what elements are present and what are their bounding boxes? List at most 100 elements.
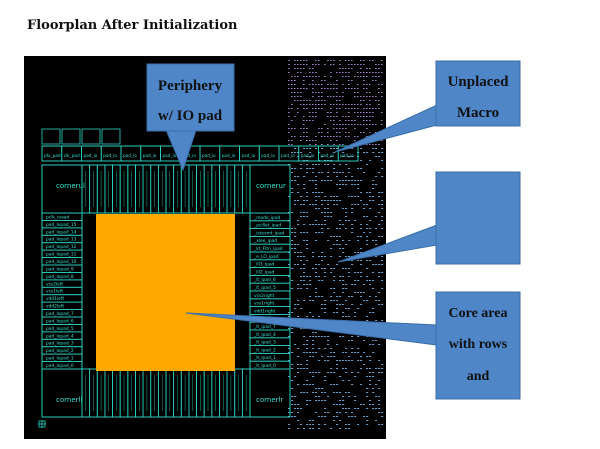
right-pad-label: _xlee_ipad (253, 238, 277, 244)
macro-cell (357, 188, 360, 189)
macro-cell (339, 96, 341, 97)
macro-cell (345, 88, 347, 89)
macro-cell (333, 172, 336, 173)
macro-cell (357, 196, 360, 197)
right-pad-label: _lt_ipad_4 (253, 332, 276, 338)
macro-cell (354, 180, 357, 181)
right-pad-label: _lll3_ipad (253, 262, 275, 268)
macro-cell (366, 408, 369, 409)
macro-cell (300, 72, 302, 73)
macro-cell (315, 104, 317, 105)
macro-cell (348, 416, 351, 417)
corner-lr-label: cornerlr (256, 396, 283, 404)
macro-cell (345, 288, 348, 289)
top-strip-pad-label: pad_io (84, 153, 98, 158)
macro-cell (336, 364, 339, 365)
macro-cell (297, 76, 299, 77)
macro-cell (303, 124, 305, 125)
macro-cell (360, 72, 362, 73)
macro-cell (312, 120, 314, 121)
macro-cell (333, 96, 335, 97)
macro-cell (375, 340, 378, 341)
macro-cell (342, 124, 344, 125)
macro-cell (378, 100, 380, 101)
macro-cell (306, 380, 309, 381)
macro-cell (345, 212, 348, 213)
macro-cell (381, 208, 384, 209)
macro-cell (336, 132, 338, 133)
macro-cell (303, 84, 305, 85)
macro-cell (321, 88, 323, 89)
macro-cell (327, 176, 330, 177)
macro-cell (327, 204, 330, 205)
macro-cell (369, 200, 372, 201)
macro-cell (312, 168, 315, 169)
macro-cell (327, 240, 330, 241)
left-pad-label: pad_lopad_10 (46, 259, 77, 265)
macro-cell (312, 376, 315, 377)
macro-cell (321, 104, 323, 105)
macro-cell (360, 292, 363, 293)
macro-cell (315, 392, 318, 393)
macro-cell (342, 280, 345, 281)
macro-cell (369, 232, 372, 233)
macro-cell (294, 244, 297, 245)
macro-cell (354, 292, 357, 293)
macro-cell (297, 256, 300, 257)
macro-cell (306, 392, 309, 393)
macro-cell (315, 396, 318, 397)
macro-cell (300, 308, 303, 309)
macro-cell (294, 100, 296, 101)
macro-cell (333, 404, 336, 405)
macro-cell (381, 84, 383, 85)
macro-cell (300, 280, 303, 281)
macro-cell (372, 408, 375, 409)
macro-cell (306, 240, 309, 241)
macro-cell (378, 196, 381, 197)
left-pad-label: pad_lopad_12 (46, 244, 77, 250)
macro-cell (381, 364, 384, 365)
macro-cell (306, 156, 309, 157)
macro-cell (369, 368, 372, 369)
macro-cell (288, 264, 291, 265)
macro-cell (294, 68, 296, 69)
macro-cell (366, 396, 369, 397)
macro-cell (360, 116, 362, 117)
macro-cell (354, 204, 357, 205)
macro-cell (291, 92, 293, 93)
macro-cell (342, 152, 345, 153)
macro-cell (372, 308, 375, 309)
macro-cell (318, 128, 320, 129)
macro-cell (303, 76, 305, 77)
macro-cell (333, 116, 335, 117)
macro-cell (375, 176, 378, 177)
macro-cell (312, 204, 315, 205)
left-pad-label: pad_lopad_14 (46, 229, 77, 235)
macro-cell (318, 96, 320, 97)
macro-cell (315, 164, 318, 165)
macro-cell (381, 124, 383, 125)
macro-cell (321, 172, 324, 173)
macro-cell (369, 120, 371, 121)
macro-cell (312, 72, 314, 73)
top-strip-pad-label: pad_io (163, 153, 177, 158)
macro-cell (333, 236, 336, 237)
macro-cell (309, 112, 311, 113)
macro-cell (342, 96, 344, 97)
macro-cell (342, 408, 345, 409)
macro-cell (333, 120, 335, 121)
macro-cell (357, 336, 360, 337)
macro-cell (294, 88, 296, 89)
macro-cell (318, 348, 321, 349)
macro-cell (312, 224, 315, 225)
macro-cell (300, 96, 302, 97)
macro-cell (342, 224, 345, 225)
macro-cell (315, 276, 318, 277)
macro-cell (378, 72, 380, 73)
left-pad-label: vdd1left (46, 296, 64, 302)
macro-cell (303, 240, 306, 241)
macro-cell (366, 228, 369, 229)
macro-cell (324, 300, 327, 301)
macro-cell (312, 116, 314, 117)
macro-cell (372, 188, 375, 189)
